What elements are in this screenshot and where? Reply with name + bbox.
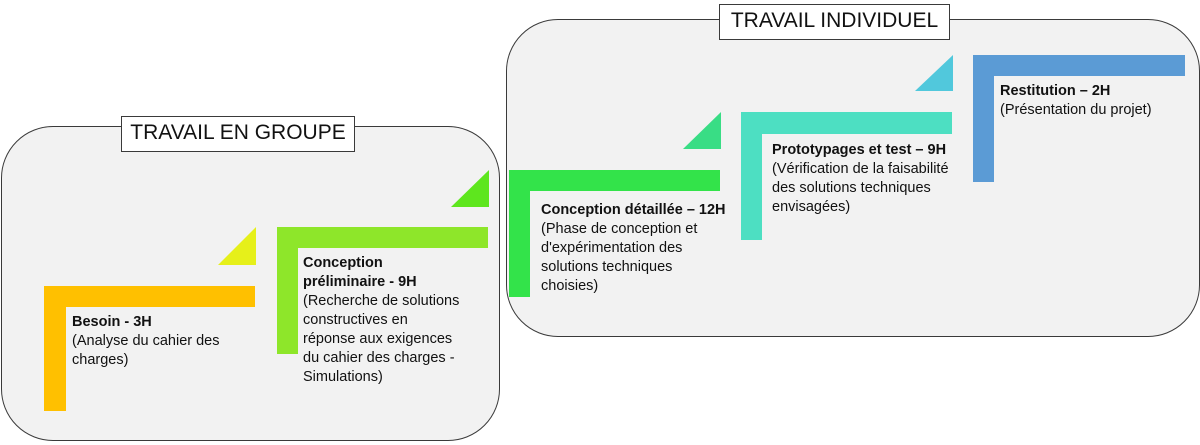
step-title: Restitution – 2H xyxy=(1000,83,1111,99)
step-besoin-text: Besoin - 3H (Analyse du cahier des charg… xyxy=(72,313,220,370)
step-desc: (Phase de conception et xyxy=(541,221,698,237)
step-restitution-bar-vertical xyxy=(973,55,994,182)
step-preliminaire-text: Conception préliminaire - 9H (Recherche … xyxy=(303,254,459,387)
step-desc: solutions techniques xyxy=(541,259,673,275)
step-restitution-text: Restitution – 2H (Présentation du projet… xyxy=(1000,82,1152,120)
step-detaillee-arrow-triangle xyxy=(683,112,721,149)
step-desc: constructives en xyxy=(303,312,408,328)
step-desc: (Présentation du projet) xyxy=(1000,102,1152,118)
step-desc: Simulations) xyxy=(303,369,383,385)
step-preliminaire-bar-horizontal xyxy=(277,227,488,248)
group-work-label: TRAVAIL EN GROUPE xyxy=(121,116,355,152)
step-desc: des solutions techniques xyxy=(772,180,931,196)
step-title: Besoin - 3H xyxy=(72,314,152,330)
step-prototypage-bar-horizontal xyxy=(741,112,952,134)
step-detaillee-bar-vertical xyxy=(509,170,530,297)
step-preliminaire-arrow-triangle xyxy=(451,170,489,207)
step-desc: choisies) xyxy=(541,278,599,294)
step-besoin-arrow-triangle xyxy=(218,227,256,265)
step-detaillee-text: Conception détaillée – 12H (Phase de con… xyxy=(541,201,726,296)
step-desc: (Recherche de solutions xyxy=(303,293,460,309)
step-desc: du cahier des charges - xyxy=(303,350,455,366)
step-title: Conception détaillée – 12H xyxy=(541,202,726,218)
step-title: Prototypages et test – 9H xyxy=(772,142,947,158)
step-restitution-bar-horizontal xyxy=(973,55,1185,76)
group-work-panel xyxy=(1,126,500,441)
step-desc: (Vérification de la faisabilité xyxy=(772,161,949,177)
step-prototypage-bar-vertical xyxy=(741,112,762,240)
step-preliminaire-bar-vertical xyxy=(277,227,298,354)
step-desc: charges) xyxy=(72,352,129,368)
step-desc: réponse aux exigences xyxy=(303,331,453,347)
step-title: Conception xyxy=(303,255,383,271)
step-desc: (Analyse du cahier des xyxy=(72,333,220,349)
step-besoin-bar-horizontal xyxy=(44,286,255,307)
step-desc: envisagées) xyxy=(772,199,851,215)
step-desc: d'expérimentation des xyxy=(541,240,683,256)
step-besoin-bar-vertical xyxy=(44,286,66,411)
individual-work-label: TRAVAIL INDIVIDUEL xyxy=(719,4,950,40)
step-prototypage-text: Prototypages et test – 9H (Vérification … xyxy=(772,141,949,217)
step-title: préliminaire - 9H xyxy=(303,274,417,290)
step-detaillee-bar-horizontal xyxy=(509,170,720,191)
step-prototypage-arrow-triangle xyxy=(915,55,953,91)
